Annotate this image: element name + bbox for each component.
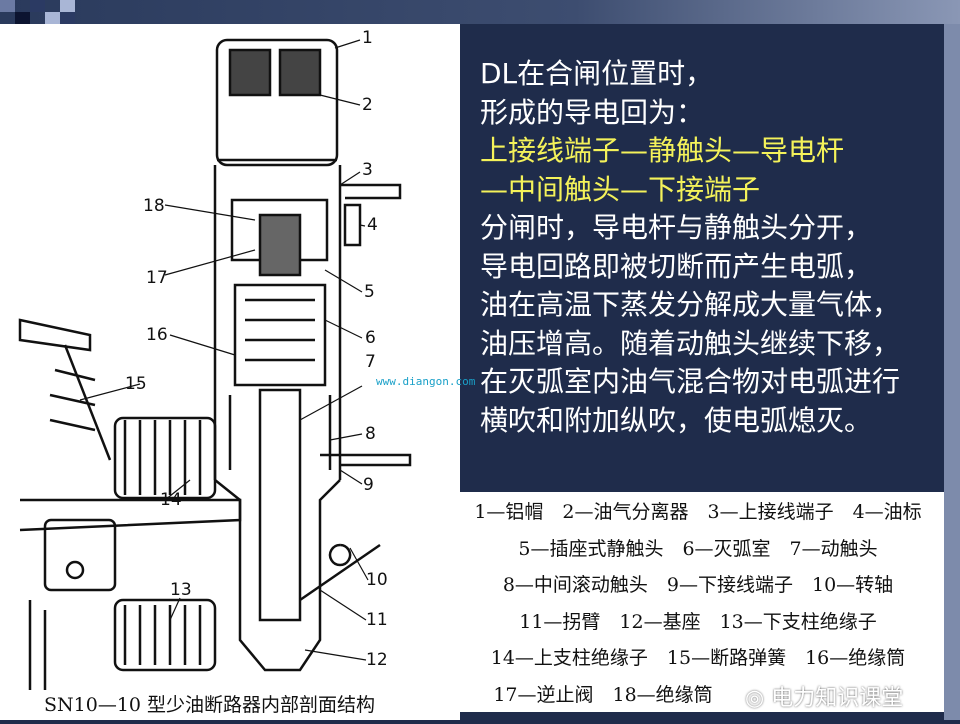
part-label: 18 [143, 196, 165, 216]
decor-square [45, 12, 60, 24]
title-bar [0, 0, 960, 24]
part-label: 10 [366, 570, 388, 590]
part-label: 11 [366, 610, 388, 630]
part-label: 5 [364, 282, 375, 302]
description-line: 油压增高。随着动触头继续下移， [480, 326, 901, 360]
part-label: 4 [367, 215, 378, 235]
part-label: 7 [365, 352, 376, 372]
part-label: 15 [125, 374, 147, 394]
decor-square [0, 0, 15, 12]
parts-legend: 1—铝帽 2—油气分离器 3—上接线端子 4—油标 5—插座式静触头 6—灭弧室… [452, 492, 944, 712]
part-label: 6 [365, 328, 376, 348]
description-line: 分闸时，导电杆与静触头分开， [480, 211, 873, 244]
legend-row: 11—拐臂 12—基座 13—下支柱绝缘子 [519, 610, 877, 633]
decor-square [15, 12, 30, 24]
part-label: 17 [146, 268, 168, 288]
description-line: 油在高温下蒸发分解成大量气体， [480, 288, 901, 321]
description-line: DL在合闸位置时， [480, 57, 714, 90]
decor-square [60, 0, 75, 12]
part-label: 13 [170, 580, 192, 600]
current-path-line: —中间触头—下接端子 [480, 172, 761, 206]
description-line: 在灭弧室内油气混合物对电弧进行 [480, 365, 901, 398]
diagram-panel: 1 2 3 4 5 6 7 8 9 10 11 12 13 14 15 16 1… [0, 24, 460, 720]
right-edge-bar [944, 24, 960, 720]
decor-square [60, 12, 75, 24]
description-line: 形成的导电回为： [480, 95, 705, 129]
breaker-cross-section [18, 38, 412, 690]
legend-row: 17—逆止阀 18—绝缘筒 [493, 683, 713, 706]
part-label: 3 [362, 160, 373, 180]
part-label: 12 [366, 650, 388, 670]
watermark-url: www.diangon.com [376, 375, 476, 388]
part-label: 8 [365, 424, 376, 444]
watermark-text: 电力知识课堂 [771, 686, 904, 711]
legend-row: 8—中间滚动触头 9—下接线端子 10—转轴 [502, 574, 894, 596]
part-label: 9 [363, 475, 374, 495]
part-label: 2 [362, 95, 373, 115]
part-label: 14 [160, 490, 182, 510]
description-text: DL在合闸位置时， 形成的导电回为： 上接线端子—静触头—导电杆 —中间触头—下… [480, 55, 900, 440]
current-path-line: 上接线端子—静触头—导电杆 [480, 134, 845, 167]
decor-square [30, 0, 45, 12]
legend-row: 14—上支柱绝缘子 15—断路弹簧 16—绝缘筒 [490, 647, 906, 669]
part-label: 16 [146, 325, 168, 345]
description-line: 横吹和附加纵吹，使电弧熄灭。 [480, 403, 873, 437]
legend-row: 1—铝帽 2—油气分离器 3—上接线端子 4—油标 [474, 501, 922, 523]
part-label: 1 [362, 28, 373, 48]
legend-row: 5—插座式静触头 6—灭弧室 7—动触头 [518, 537, 878, 560]
watermark: ◎ 电力知识课堂 [745, 680, 903, 712]
wechat-icon: ◎ [745, 686, 765, 711]
description-line: 导电回路即被切断而产生电弧， [480, 249, 873, 283]
figure-caption: SN10—10 型少油断路器内部剖面结构 [44, 694, 376, 716]
